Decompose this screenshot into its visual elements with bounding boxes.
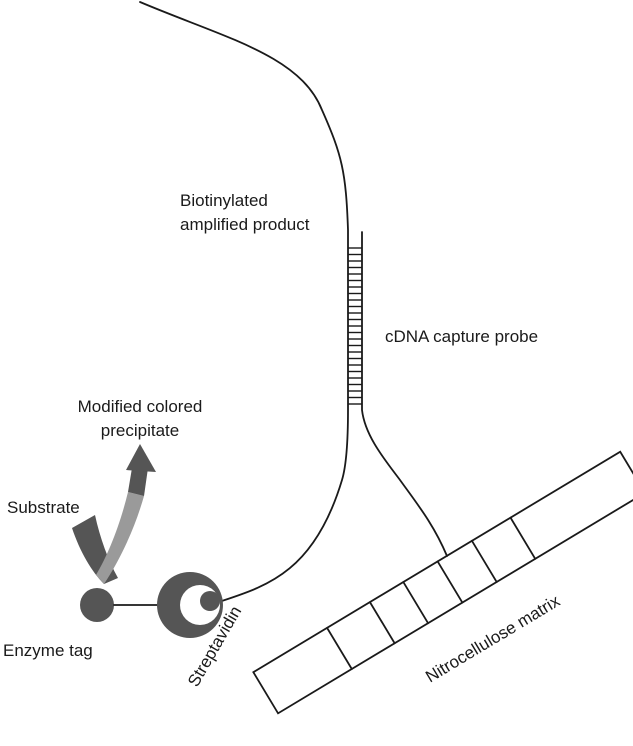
label-enzyme-tag: Enzyme tag bbox=[3, 641, 93, 660]
biotinylated-strand bbox=[139, 1, 349, 606]
substrate-arrow bbox=[72, 444, 156, 584]
label-capture-probe: cDNA capture probe bbox=[385, 327, 538, 346]
enzyme-tag-circle bbox=[80, 588, 114, 622]
label-modified-1: Modified colored bbox=[78, 397, 203, 416]
label-biotinylated-1: Biotinylated bbox=[180, 191, 268, 210]
hybridization-rungs bbox=[348, 247, 362, 405]
label-substrate: Substrate bbox=[7, 498, 80, 517]
nitrocellulose-strip bbox=[252, 450, 633, 715]
capture-probe-strand bbox=[361, 231, 448, 557]
label-biotinylated-2: amplified product bbox=[180, 215, 310, 234]
label-modified-2: precipitate bbox=[101, 421, 179, 440]
streptavidin bbox=[157, 572, 223, 638]
